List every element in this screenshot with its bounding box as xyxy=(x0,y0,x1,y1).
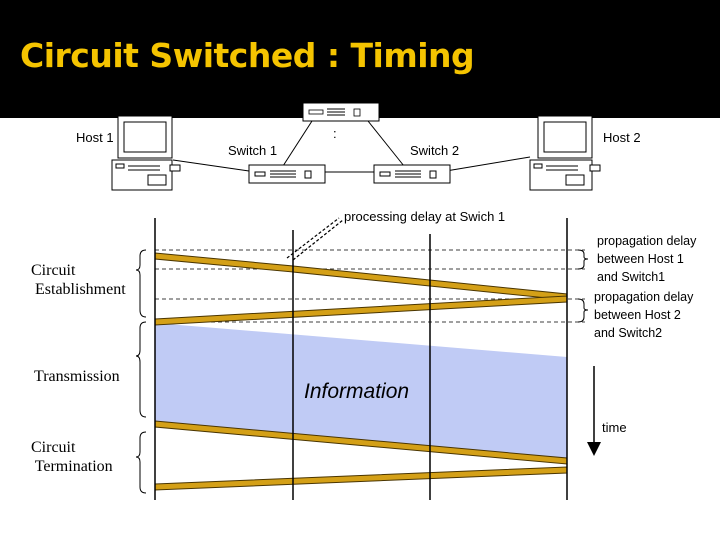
phase-transmission-label: Transmission xyxy=(34,368,120,385)
phase-braces xyxy=(135,249,147,494)
time-arrow xyxy=(587,366,601,456)
processing-delay-label: processing delay at Swich 1 xyxy=(344,209,506,224)
page-title: Circuit Switched : Timing xyxy=(20,36,475,75)
prop-delay-1-label: propagation delay between Host 1 and Swi… xyxy=(597,234,697,284)
phase-termination-label: Circuit Termination xyxy=(31,439,113,475)
switch2-icon xyxy=(373,164,451,184)
processing-delay-leader xyxy=(286,217,344,261)
title-bar xyxy=(0,0,720,118)
center-mark: : xyxy=(333,126,337,141)
host2-label: Host 2 xyxy=(603,130,641,145)
switch1-label: Switch 1 xyxy=(228,143,278,158)
switch1-icon xyxy=(248,164,326,184)
host1-computer-icon xyxy=(111,115,181,191)
prop-delay-1-brace xyxy=(577,249,589,270)
network-links xyxy=(172,120,531,173)
prop-delay-2-label: propagation delay between Host 2 and Swi… xyxy=(594,290,694,340)
information-label: Information xyxy=(304,380,410,403)
host1-label: Host 1 xyxy=(76,130,114,145)
top-switch-icon xyxy=(302,102,380,122)
switch2-label: Switch 2 xyxy=(410,143,460,158)
node-time-lines xyxy=(154,218,568,500)
phase-establishment-label: Circuit Establishment xyxy=(31,262,126,298)
prop-delay-2-brace xyxy=(577,298,589,323)
information-band xyxy=(155,323,567,461)
host2-computer-icon xyxy=(529,115,601,191)
time-label: time xyxy=(602,420,627,435)
